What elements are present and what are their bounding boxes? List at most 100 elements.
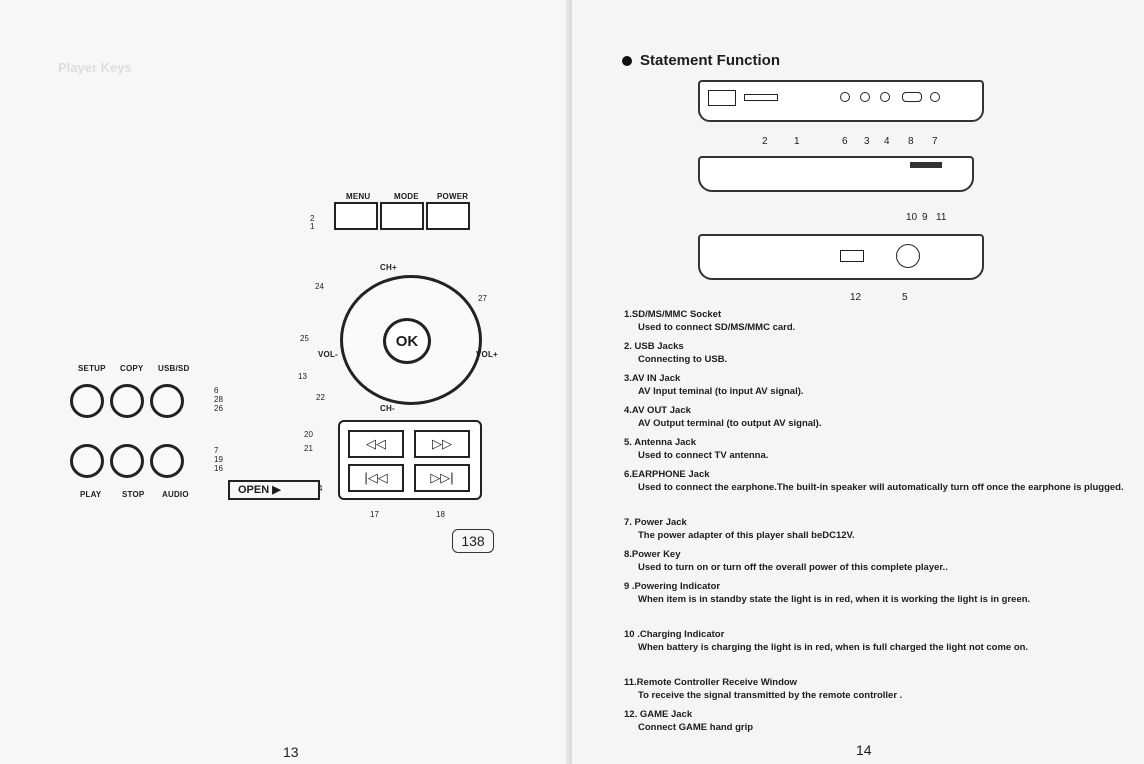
callout-top-6: 6 (842, 136, 848, 147)
callout-19: 19 (214, 455, 223, 464)
menu-label: MENU (346, 192, 371, 201)
forward-button[interactable]: ▷▷ (414, 430, 470, 458)
vol-plus-label: VOL+ (476, 350, 498, 359)
callout-27: 27 (478, 294, 487, 303)
mode-label: MODE (394, 192, 419, 201)
dc-jack-icon (930, 92, 940, 102)
function-item-description: When item is in standby state the light … (638, 594, 1031, 605)
copy-label: COPY (120, 364, 144, 373)
callout-28: 28 (214, 395, 223, 404)
usb-port-icon (708, 90, 736, 106)
ghost-heading: Player Keys (58, 60, 132, 75)
previous-button[interactable]: |◁◁ (348, 464, 404, 492)
callout-16: 16 (214, 464, 223, 473)
right-page: Statement Function 2 1 6 3 4 8 7 10 9 11… (572, 0, 1144, 764)
badge-138: 138 (452, 529, 494, 553)
callout-top-8: 8 (908, 136, 914, 147)
ch-plus-label: CH+ (380, 263, 397, 272)
card-slot-icon (744, 94, 778, 101)
callout-bottom-12: 12 (850, 292, 862, 303)
stop-button[interactable] (110, 444, 144, 478)
setup-label: SETUP (78, 364, 106, 373)
callout-1: 1 (310, 222, 315, 231)
callout-4: 4 (318, 484, 323, 493)
power-button[interactable] (426, 202, 470, 230)
open-button[interactable]: OPEN ▶ (228, 480, 320, 500)
page-title: Statement Function (622, 52, 780, 69)
open-label: OPEN (238, 484, 270, 496)
indicator-strip-icon (910, 162, 942, 168)
rewind-button[interactable]: ◁◁ (348, 430, 404, 458)
callout-22: 22 (316, 393, 325, 402)
function-item-heading: 11.Remote Controller Receive Window (624, 677, 798, 688)
function-item-heading: 5. Antenna Jack (624, 437, 696, 448)
av-in-jack-icon (860, 92, 870, 102)
callout-17: 17 (370, 510, 379, 519)
callout-24: 24 (315, 282, 324, 291)
function-item-heading: 2. USB Jacks (624, 341, 684, 352)
function-item-description: AV Input teminal (to input AV signal). (638, 386, 804, 397)
callout-mid-9: 9 (922, 212, 928, 223)
transport-panel: ◁◁ ▷▷ |◁◁ ▷▷| (338, 420, 482, 500)
mode-button[interactable] (380, 202, 424, 230)
earphone-jack-icon (840, 92, 850, 102)
function-item-heading: 6.EARPHONE Jack (624, 469, 710, 480)
page-number-left: 13 (283, 744, 299, 760)
stop-label: STOP (122, 490, 145, 499)
page-number-right: 14 (856, 742, 872, 758)
callout-20: 20 (304, 430, 313, 439)
audio-button[interactable] (150, 444, 184, 478)
callout-top-2: 2 (762, 136, 768, 147)
vol-minus-label: VOL- (318, 350, 338, 359)
copy-button[interactable] (110, 384, 144, 418)
play-row (70, 444, 184, 478)
callout-26: 26 (214, 404, 223, 413)
function-item-heading: 9 .Powering Indicator (624, 581, 721, 592)
power-switch-icon (902, 92, 922, 102)
usbsd-button[interactable] (150, 384, 184, 418)
callout-2: 2 (310, 214, 315, 223)
function-item-heading: 8.Power Key (624, 549, 681, 560)
callout-25: 25 (300, 334, 309, 343)
function-item-description: The power adapter of this player shall b… (638, 530, 855, 541)
menu-button[interactable] (334, 202, 378, 230)
function-item-description: Used to connect TV antenna. (638, 450, 769, 461)
function-item-heading: 10 .Charging Indicator (624, 629, 725, 640)
function-item-heading: 1.SD/MS/MMC Socket (624, 309, 722, 320)
play-button[interactable] (70, 444, 104, 478)
bullet-icon (622, 56, 632, 67)
function-item-description: Connect GAME hand grip (638, 722, 754, 733)
device-side-panel (698, 80, 984, 122)
setup-button[interactable] (70, 384, 104, 418)
power-label: POWER (437, 192, 469, 201)
function-item-description: Used to turn on or turn off the overall … (638, 562, 948, 573)
ch-minus-label: CH- (380, 404, 395, 413)
callout-top-7: 7 (932, 136, 938, 147)
antenna-jack-icon (896, 244, 920, 268)
callout-top-4: 4 (884, 136, 890, 147)
ok-button[interactable]: OK (383, 318, 431, 364)
function-item-description: When battery is charging the light is in… (638, 642, 1029, 653)
setup-row (70, 384, 184, 418)
callout-top-1: 1 (794, 136, 800, 147)
usbsd-label: USB/SD (158, 364, 190, 373)
callout-mid-11: 11 (936, 212, 947, 223)
left-page: Player Keys MENU MODE POWER 2 1 OK CH+ C… (58, 60, 498, 760)
callout-13: 13 (298, 372, 307, 381)
callout-21: 21 (304, 444, 313, 453)
function-item-description: Used to connect the earphone.The built-i… (638, 482, 1124, 493)
play-label: PLAY (80, 490, 102, 499)
next-button[interactable]: ▷▷| (414, 464, 470, 492)
av-out-jack-icon (880, 92, 890, 102)
